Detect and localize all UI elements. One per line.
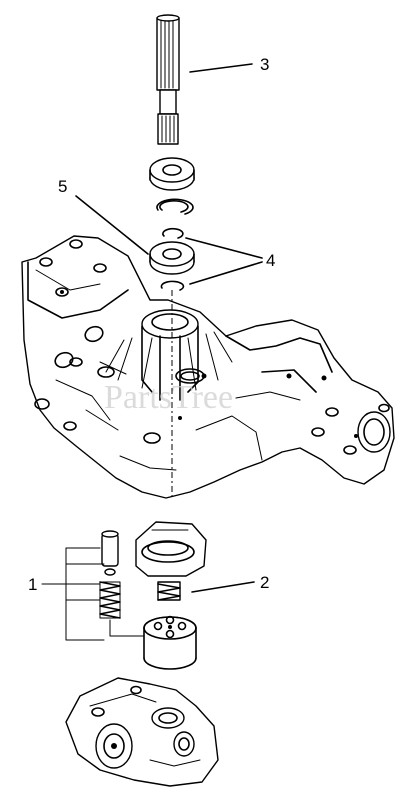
leader-3 bbox=[189, 63, 253, 73]
callout-1: 1 bbox=[28, 575, 37, 594]
leader-lines bbox=[75, 63, 263, 593]
cylinder-block-upper bbox=[135, 521, 207, 577]
pump-housing bbox=[65, 677, 219, 787]
leader-5 bbox=[75, 195, 149, 255]
input-shaft bbox=[156, 14, 180, 145]
leader-4b bbox=[189, 261, 263, 285]
lower-bearing bbox=[149, 241, 195, 275]
valve-kit bbox=[99, 530, 121, 619]
callout-4: 4 bbox=[266, 251, 275, 270]
upper-bearing bbox=[149, 157, 195, 191]
cylinder-block-lower bbox=[143, 615, 197, 670]
o-ring-b bbox=[54, 351, 74, 369]
retaining-ring-upper bbox=[162, 227, 184, 239]
callout-1-bracket bbox=[41, 547, 149, 641]
leader-2 bbox=[191, 581, 255, 593]
callout-3: 3 bbox=[260, 55, 269, 74]
leader-4a bbox=[185, 237, 263, 259]
snap-ring-upper bbox=[156, 198, 194, 215]
transmission-housing bbox=[21, 235, 395, 499]
callout-2: 2 bbox=[260, 573, 269, 592]
spring bbox=[157, 581, 181, 601]
retaining-ring-lower bbox=[160, 280, 185, 291]
o-ring-a bbox=[84, 325, 104, 343]
callout-5: 5 bbox=[58, 177, 67, 196]
watermark: PartsTree bbox=[104, 379, 233, 416]
